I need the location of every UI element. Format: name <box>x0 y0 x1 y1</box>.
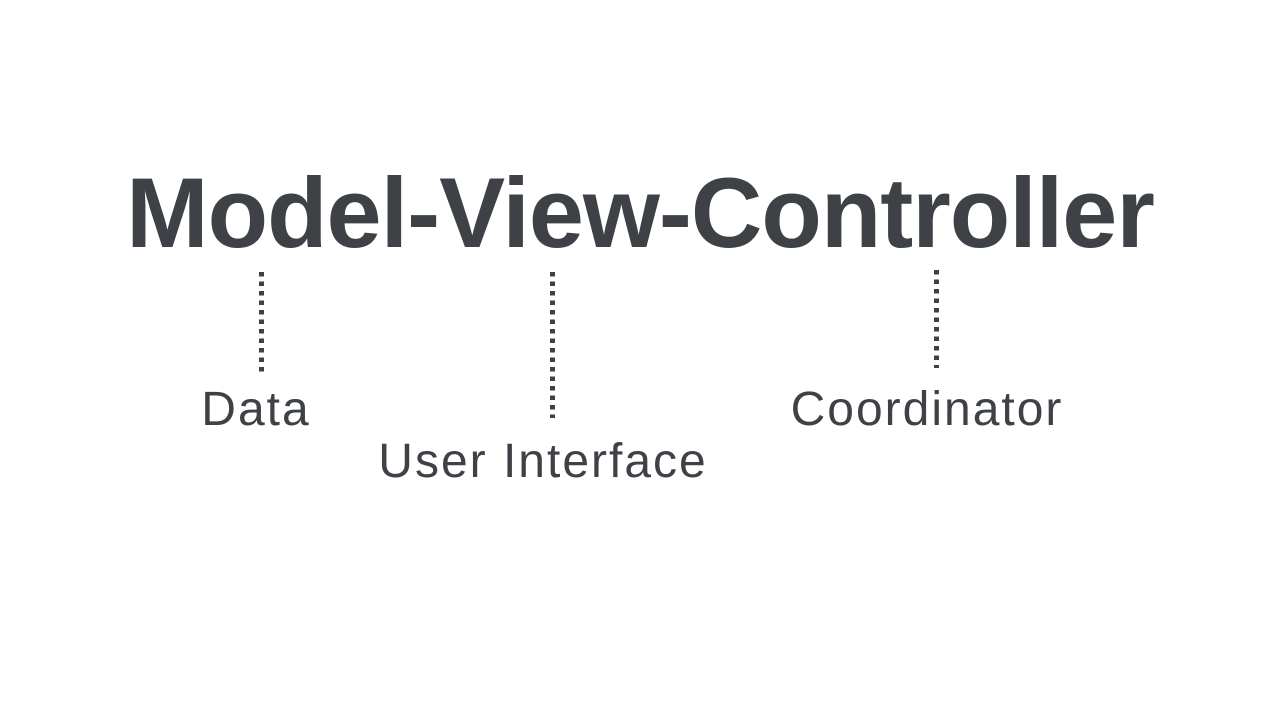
view-dotted-connector <box>550 272 555 418</box>
controller-dotted-connector <box>934 270 939 368</box>
diagram-title: Model-View-Controller <box>126 157 1155 268</box>
view-annotation-label: User Interface <box>378 435 708 488</box>
model-dotted-connector <box>259 272 264 373</box>
controller-annotation-label: Coordinator <box>790 383 1064 436</box>
model-annotation-label: Data <box>201 383 311 436</box>
